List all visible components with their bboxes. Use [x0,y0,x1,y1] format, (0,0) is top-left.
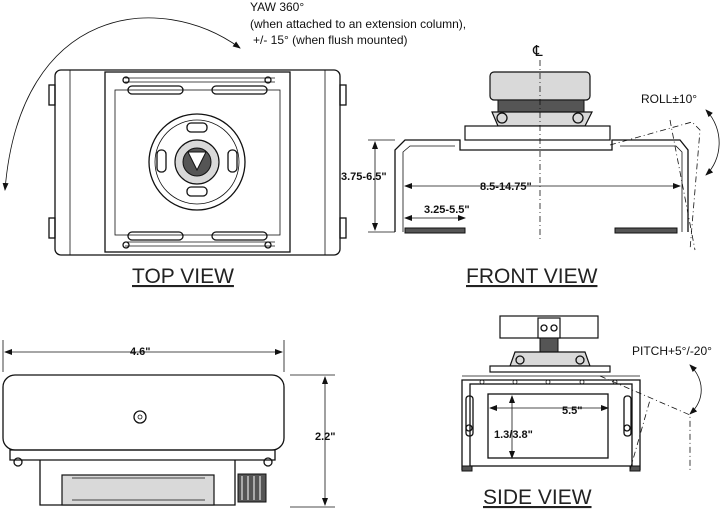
yaw-rotation-arc [2,17,241,191]
yaw-note-extension: (when attached to an extension column), [250,17,466,31]
side-height-dimension: 1.3/3.8" [494,429,533,441]
front-inner-dimension: 3.25-5.5" [424,204,470,216]
lower-width-dimension: 4.6" [130,346,151,358]
top-view-drawing [2,17,347,256]
yaw-note-flush: +/- 15° (when flush mounted) [253,33,408,47]
roll-label: ROLL±10° [641,92,697,106]
top-view-label: TOP VIEW [132,265,234,288]
yaw-label: YAW 360° [250,0,304,14]
pitch-arc [689,364,702,415]
lower-height-dimension: 2.2" [315,431,336,443]
front-width-dimension: 8.5-14.75" [480,181,532,193]
roll-arc [705,109,720,176]
centerline-symbol: ℄ [532,43,543,60]
front-view-drawing [368,60,720,251]
lower-left-view-drawing [2,340,335,508]
side-width-dimension: 5.5" [562,405,583,417]
side-view-label: SIDE VIEW [483,486,592,509]
front-view-label: FRONT VIEW [466,265,598,288]
front-height-dimension: 3.75-6.5" [341,171,387,183]
pitch-label: PITCH+5°/-20° [632,344,712,358]
side-view-drawing [461,315,702,472]
